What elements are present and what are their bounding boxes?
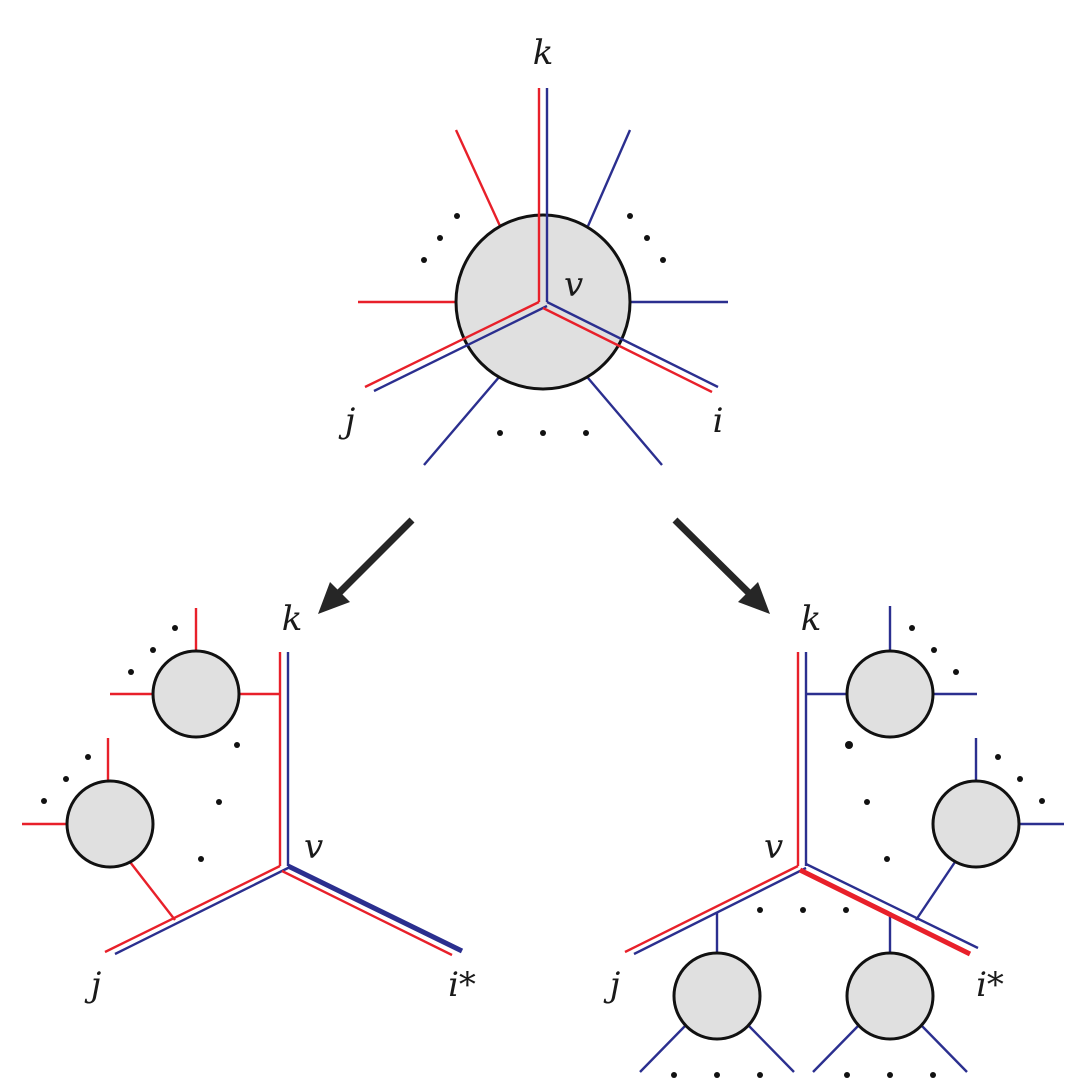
right-dots-subA (909, 625, 915, 631)
top-dots-bottom (497, 430, 503, 436)
right-subtree-node-a (845, 649, 935, 739)
right-path-i-red (798, 867, 972, 957)
top-blue-edge-upper-right (586, 129, 632, 227)
top-vertex-node (454, 213, 632, 391)
left-label-v: v (304, 827, 323, 867)
right-subD-edge-right (920, 1024, 968, 1073)
top-dots-left (421, 257, 427, 263)
right-subC-edge-right (747, 1024, 795, 1073)
top-label-j: j (338, 401, 356, 441)
top-path-i-red (542, 306, 713, 394)
right-subtree-node-c (672, 951, 762, 1041)
right-path-j-red (624, 864, 799, 954)
right-dots-subB (995, 754, 1001, 760)
top-label-k: k (533, 33, 554, 73)
right-subB-edge-connect (915, 861, 956, 921)
top-path-j-blue (373, 304, 548, 393)
left-label-j: j (84, 965, 102, 1005)
left-label-i-star: i* (448, 965, 476, 1005)
right-arrow (672, 517, 755, 599)
left-diagram: k v j i* (22, 599, 476, 1005)
top-path-j-red (364, 300, 540, 389)
left-subtree-node-1 (151, 649, 241, 739)
right-label-v: v (764, 827, 783, 867)
left-sub2-edge-connect (129, 861, 176, 921)
right-dots-subD (844, 1072, 850, 1078)
right-arrow-head (738, 582, 770, 614)
right-diagram: k v j i* (603, 599, 1064, 1078)
right-subD-edge-left (812, 1024, 860, 1073)
left-arrow-head (318, 582, 350, 614)
right-label-j: j (603, 965, 621, 1005)
left-arrow (333, 517, 415, 599)
top-blue-edge-lower-right (587, 377, 663, 466)
top-diagram: k v j i (338, 33, 728, 466)
split-arrows (318, 517, 770, 614)
left-subtree-node-2 (65, 779, 155, 869)
right-dots-bottom-path (757, 907, 763, 913)
left-path-i-red (281, 869, 453, 957)
right-label-i-star: i* (976, 965, 1004, 1005)
top-label-i: i (713, 401, 724, 441)
left-label-k: k (282, 599, 303, 639)
left-dots-sub1 (128, 669, 134, 675)
top-path-i-blue (546, 300, 719, 389)
right-subtree-node-b (931, 779, 1021, 869)
right-path-j-blue (633, 866, 807, 956)
right-dots-between (845, 741, 853, 749)
left-path-j-blue (114, 866, 289, 956)
right-subC-edge-left (639, 1024, 687, 1073)
right-path-i-blue (805, 862, 979, 950)
left-path-j-red (104, 864, 281, 954)
top-label-v: v (564, 265, 583, 305)
right-label-k: k (801, 599, 822, 639)
top-dots-right (627, 213, 633, 219)
top-red-edge-upper-left (454, 129, 502, 227)
left-path-i-blue (286, 863, 464, 954)
left-dots-between (234, 742, 240, 748)
left-dots-sub2 (41, 798, 47, 804)
top-blue-edge-lower-left (423, 375, 501, 466)
right-subtree-node-d (845, 951, 935, 1041)
right-dots-subC (671, 1072, 677, 1078)
